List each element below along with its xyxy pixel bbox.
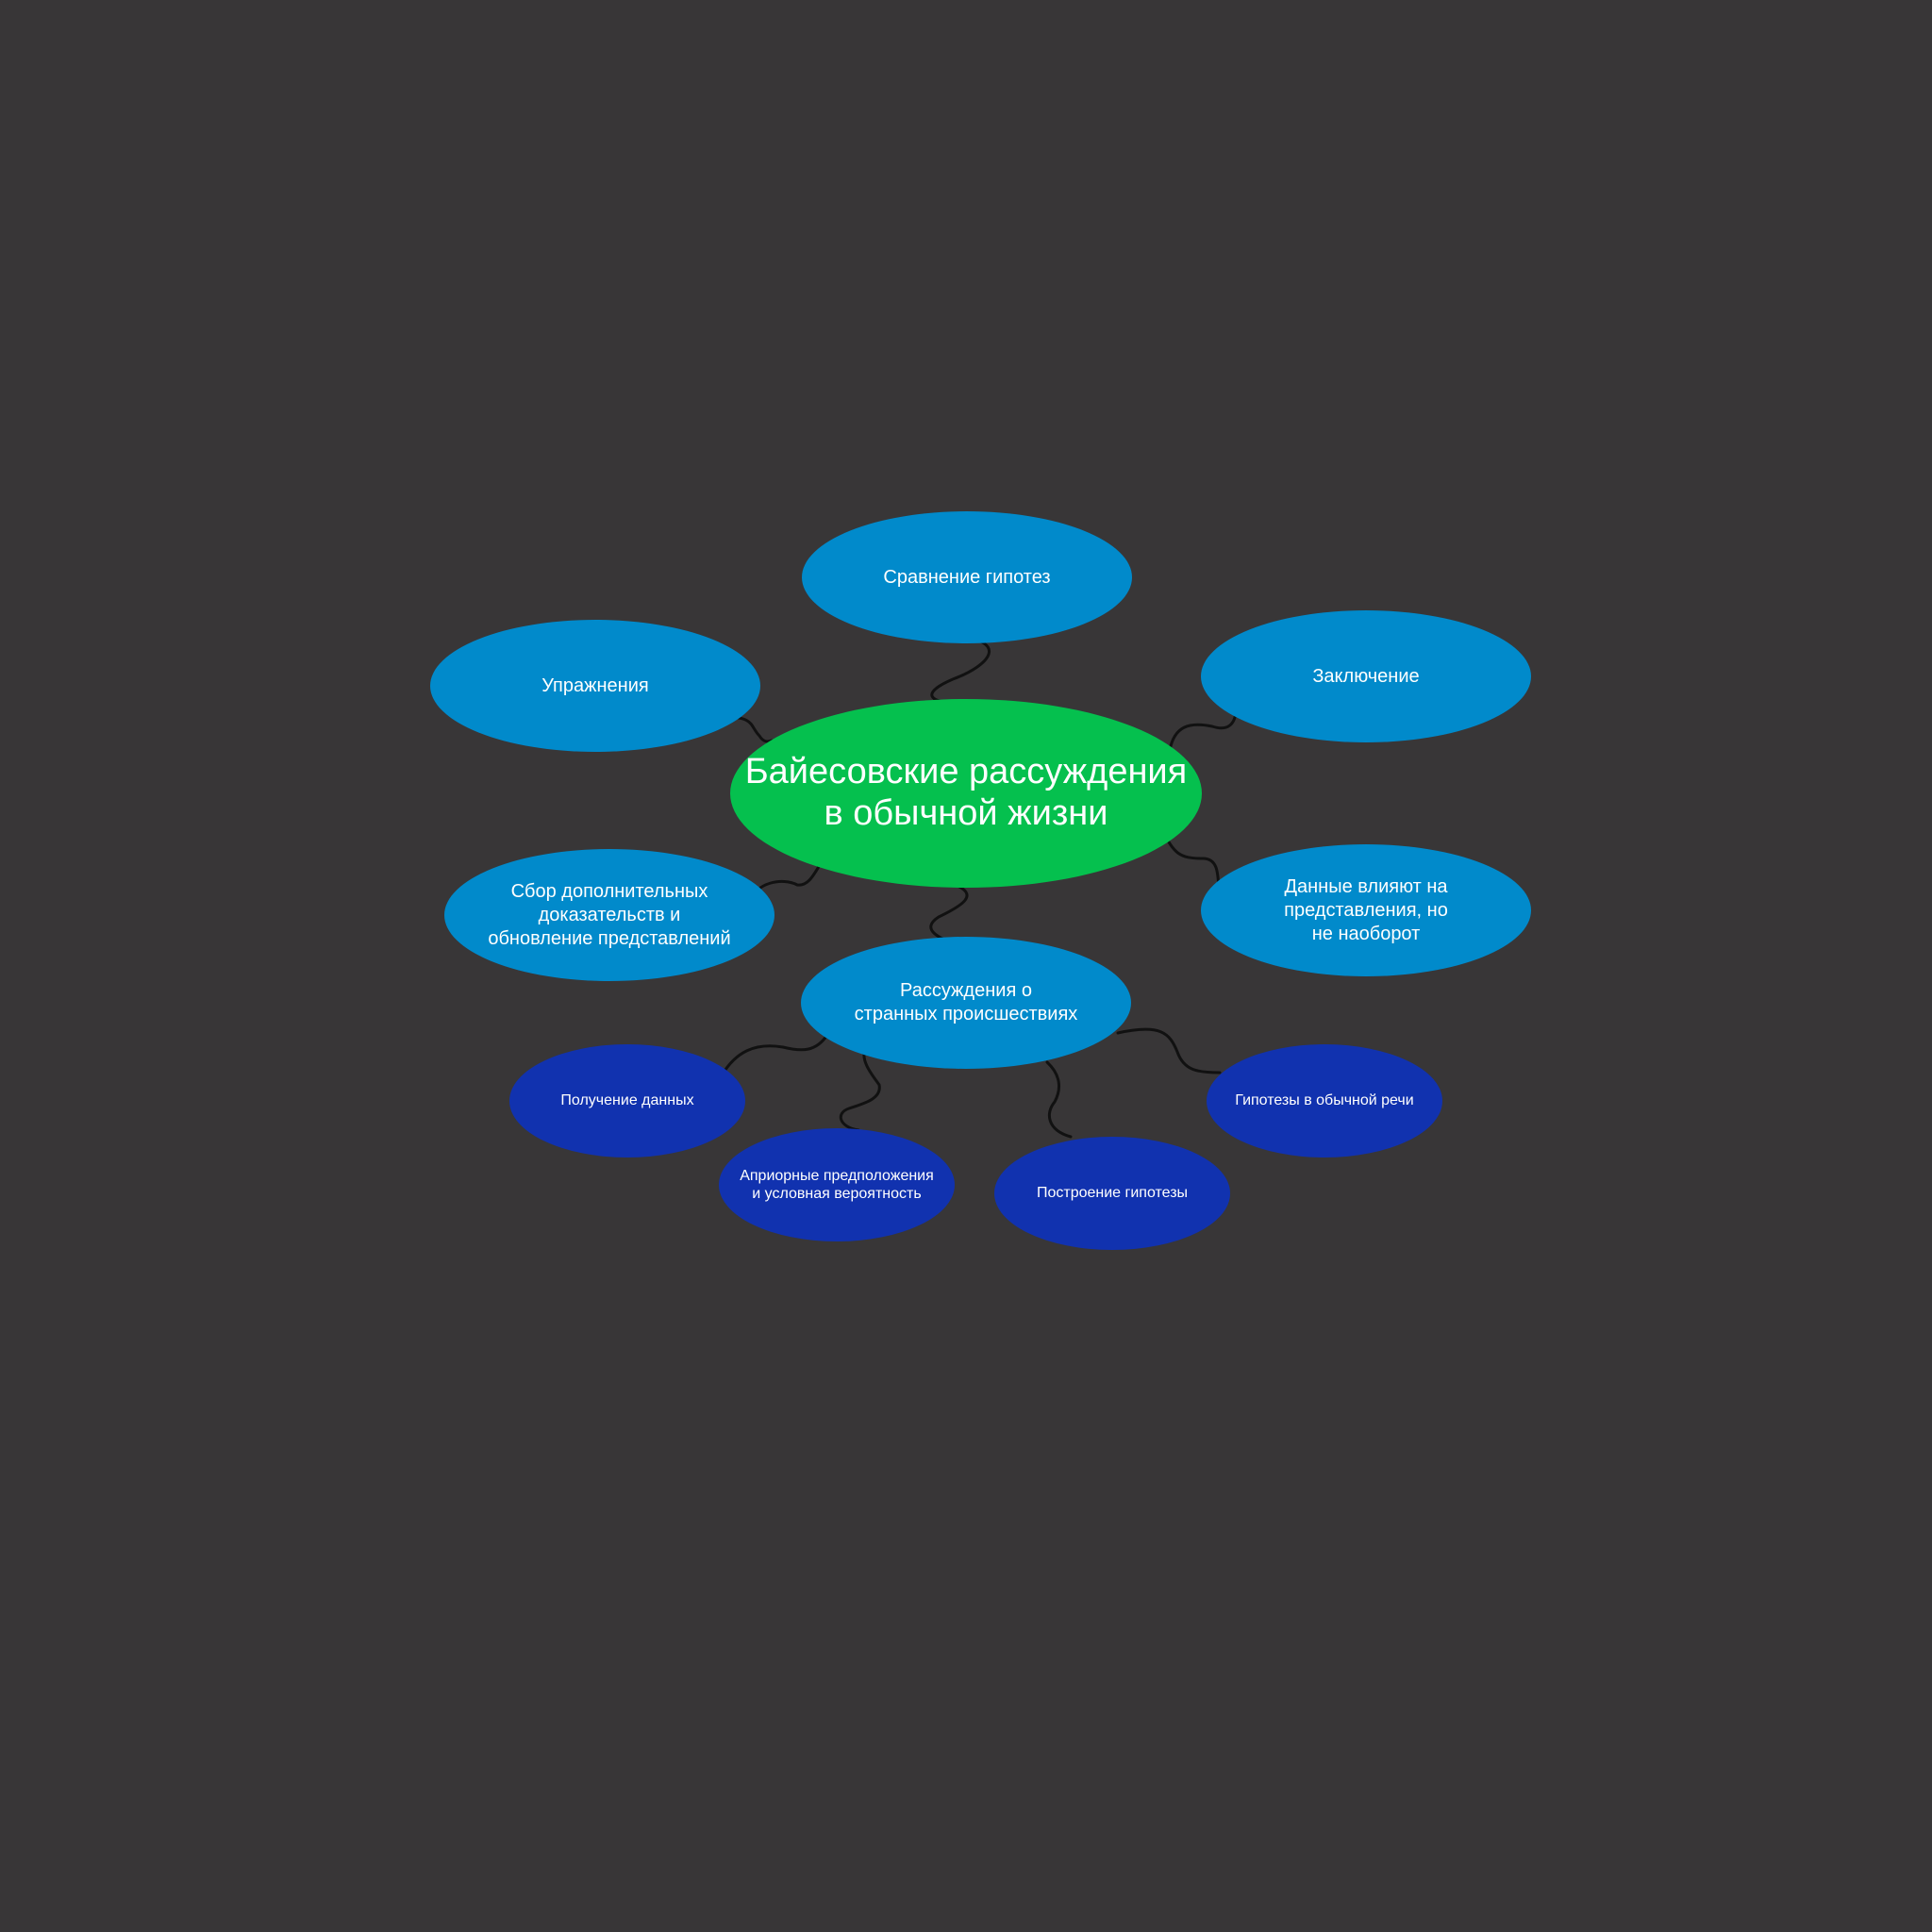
node-priors[interactable]: Априорные предположения и условная вероя… xyxy=(719,1128,955,1241)
node-data-influence[interactable]: Данные влияют на представления, но не на… xyxy=(1201,844,1531,976)
node-hypotheses-label: Сравнение гипотез xyxy=(883,566,1051,588)
node-evidence[interactable]: Сбор дополнительных доказательств и обно… xyxy=(444,849,774,981)
node-strange[interactable]: Рассуждения о странных происшествиях xyxy=(801,937,1131,1069)
node-exercises-label: Упражнения xyxy=(541,675,649,696)
node-speech[interactable]: Гипотезы в обычной речи xyxy=(1207,1044,1442,1158)
node-getting-data-label: Получение данных xyxy=(560,1092,694,1109)
node-center[interactable]: Байесовские рассуждения в обычной жизни xyxy=(730,699,1202,888)
node-evidence-label: Сбор дополнительных доказательств и обно… xyxy=(488,880,731,949)
connector-building xyxy=(1045,1060,1073,1139)
connector-priors xyxy=(839,1047,881,1132)
node-conclusion[interactable]: Заключение xyxy=(1201,610,1531,742)
node-priors-label: Априорные предположения и условная вероя… xyxy=(740,1167,934,1202)
node-data-influence-label: Данные влияют на представления, но не на… xyxy=(1284,875,1448,944)
node-hypotheses[interactable]: Сравнение гипотез xyxy=(802,511,1132,643)
node-conclusion-label: Заключение xyxy=(1312,665,1420,687)
node-building[interactable]: Построение гипотезы xyxy=(994,1137,1230,1250)
node-getting-data[interactable]: Получение данных xyxy=(509,1044,745,1158)
connector-speech xyxy=(1116,1027,1222,1074)
connector-hypotheses xyxy=(930,634,991,705)
node-building-label: Построение гипотезы xyxy=(1036,1185,1189,1202)
connector-getting-data xyxy=(720,1033,829,1077)
node-speech-label: Гипотезы в обычной речи xyxy=(1235,1092,1414,1109)
node-exercises[interactable]: Упражнения xyxy=(430,620,760,752)
node-strange-label: Рассуждения о странных происшествиях xyxy=(854,980,1078,1024)
node-center-label: Байесовские рассуждения в обычной жизни xyxy=(744,752,1188,833)
